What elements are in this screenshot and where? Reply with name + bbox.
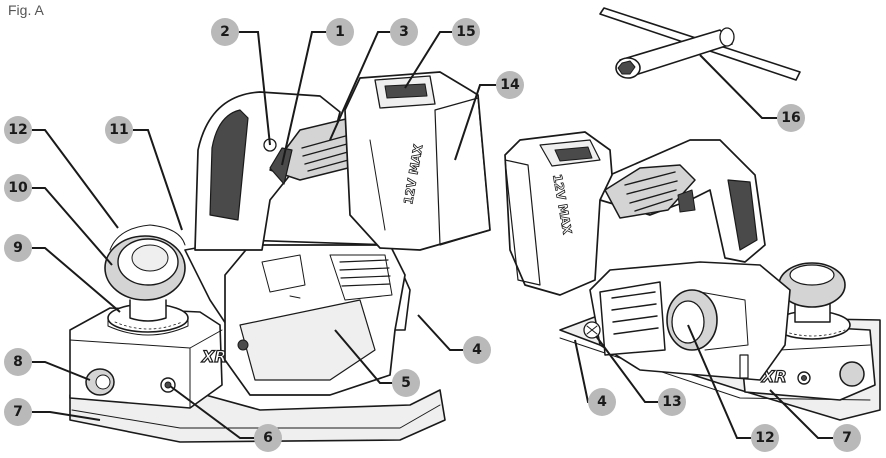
callout-12-right: 12: [751, 424, 779, 452]
right-vent-slots: [611, 291, 659, 335]
right-planer: XR: [504, 131, 881, 421]
callout-6: 6: [254, 424, 282, 452]
right-battery: [504, 131, 613, 296]
svg-text:11: 11: [109, 122, 128, 138]
callout-2: 2: [211, 18, 239, 46]
callout-4-left: 4: [463, 336, 491, 364]
callout-5: 5: [392, 369, 420, 397]
svg-text:5: 5: [401, 375, 411, 391]
callout-12-left: 12: [4, 116, 32, 144]
svg-text:3: 3: [399, 24, 409, 40]
left-planer: XR: [69, 71, 491, 443]
svg-text:1: 1: [335, 24, 345, 40]
svg-text:4: 4: [597, 394, 607, 410]
svg-text:2: 2: [220, 24, 230, 40]
callout-badges: 2 1 3 15 14 12 11 10 9 8 7 6 5 4 16 4 13…: [4, 18, 861, 452]
figure-label: Fig. A: [8, 2, 44, 18]
right-depth-knob: [839, 361, 865, 387]
svg-text:7: 7: [842, 430, 852, 446]
svg-text:16: 16: [781, 110, 800, 126]
right-grip: [604, 164, 696, 219]
svg-text:4: 4: [472, 342, 482, 358]
callout-9: 9: [4, 234, 32, 262]
svg-text:7: 7: [13, 404, 23, 420]
callout-11: 11: [105, 116, 133, 144]
callout-15: 15: [452, 18, 480, 46]
right-xr-logo: XR: [761, 367, 787, 386]
svg-text:15: 15: [456, 24, 475, 40]
svg-text:14: 14: [500, 77, 520, 93]
callout-8: 8: [4, 348, 32, 376]
callout-14: 14: [496, 71, 524, 99]
callout-4-right: 4: [588, 388, 616, 416]
callout-7-left: 7: [4, 398, 32, 426]
callout-3: 3: [390, 18, 418, 46]
svg-text:6: 6: [263, 430, 273, 446]
callout-7-right: 7: [833, 424, 861, 452]
svg-text:13: 13: [662, 394, 681, 410]
callout-leaders: [32, 31, 833, 439]
left-xr-logo: XR: [201, 347, 227, 366]
svg-text:8: 8: [13, 354, 23, 370]
svg-text:9: 9: [13, 240, 23, 256]
callout-16: 16: [777, 104, 805, 132]
callout-10: 10: [4, 174, 32, 202]
left-vent-slots: [339, 259, 391, 287]
callout-1: 1: [326, 18, 354, 46]
callout-13: 13: [658, 388, 686, 416]
left-trigger: [269, 147, 293, 185]
svg-text:12: 12: [755, 430, 774, 446]
svg-text:12: 12: [8, 122, 27, 138]
svg-text:10: 10: [8, 180, 28, 196]
socket-wrench: [599, 7, 801, 81]
